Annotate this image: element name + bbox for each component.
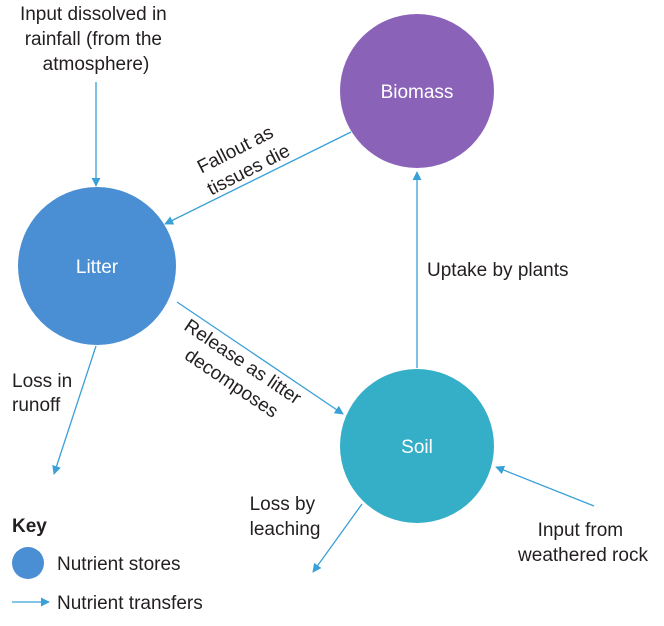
release-arrow bbox=[176, 301, 344, 415]
key-store-swatch bbox=[12, 547, 44, 579]
svg-text:Release as litter decomp: Release as litter decomposes bbox=[167, 316, 309, 432]
weathering-label-line-2: weathered rock bbox=[517, 545, 648, 566]
rainfall-input-label: Input dissolved in rainfall (from the at… bbox=[20, 4, 172, 75]
runoff-loss-arrow bbox=[52, 345, 97, 475]
uptake-label: Uptake by plants bbox=[427, 260, 569, 281]
leaching-label-line-1: Loss by bbox=[250, 494, 316, 515]
soil-store-circle bbox=[340, 369, 494, 523]
litter-store-circle bbox=[18, 187, 176, 345]
rainfall-label-line-1: Input dissolved in bbox=[20, 4, 167, 25]
rainfall-label-line-3: atmosphere) bbox=[43, 54, 150, 75]
fallout-arrow bbox=[164, 131, 352, 225]
key-title: Key bbox=[12, 516, 47, 537]
runoff-loss-label: Loss in runoff bbox=[12, 371, 77, 416]
leaching-loss-label: Loss by leaching bbox=[250, 494, 321, 540]
leaching-label-line-2: leaching bbox=[250, 519, 321, 540]
runoff-label-line-1: Loss in bbox=[12, 371, 72, 392]
svg-text:Fallout as tissues die: Fallout as tissues die bbox=[193, 119, 293, 200]
weathering-input-label: Input from weathered rock bbox=[517, 520, 648, 566]
key-store-label: Nutrient stores bbox=[57, 554, 181, 575]
soil-store-label: Soil bbox=[401, 437, 433, 458]
litter-store-label: Litter bbox=[76, 257, 119, 278]
release-label: Release as litter decomposes bbox=[167, 316, 309, 432]
leaching-loss-arrow bbox=[312, 503, 363, 573]
biomass-store-label: Biomass bbox=[381, 82, 454, 103]
fallout-label: Fallout as tissues die bbox=[193, 119, 293, 200]
weathering-input-arrow bbox=[495, 465, 595, 507]
rainfall-label-line-2: rainfall (from the bbox=[25, 29, 162, 50]
weathering-label-line-1: Input from bbox=[538, 520, 624, 541]
key-transfer-label: Nutrient transfers bbox=[57, 593, 203, 614]
runoff-label-line-2: runoff bbox=[12, 395, 61, 416]
key-legend: Key Nutrient stores Nutrient transfers bbox=[12, 516, 203, 614]
biomass-store-circle bbox=[340, 14, 494, 168]
